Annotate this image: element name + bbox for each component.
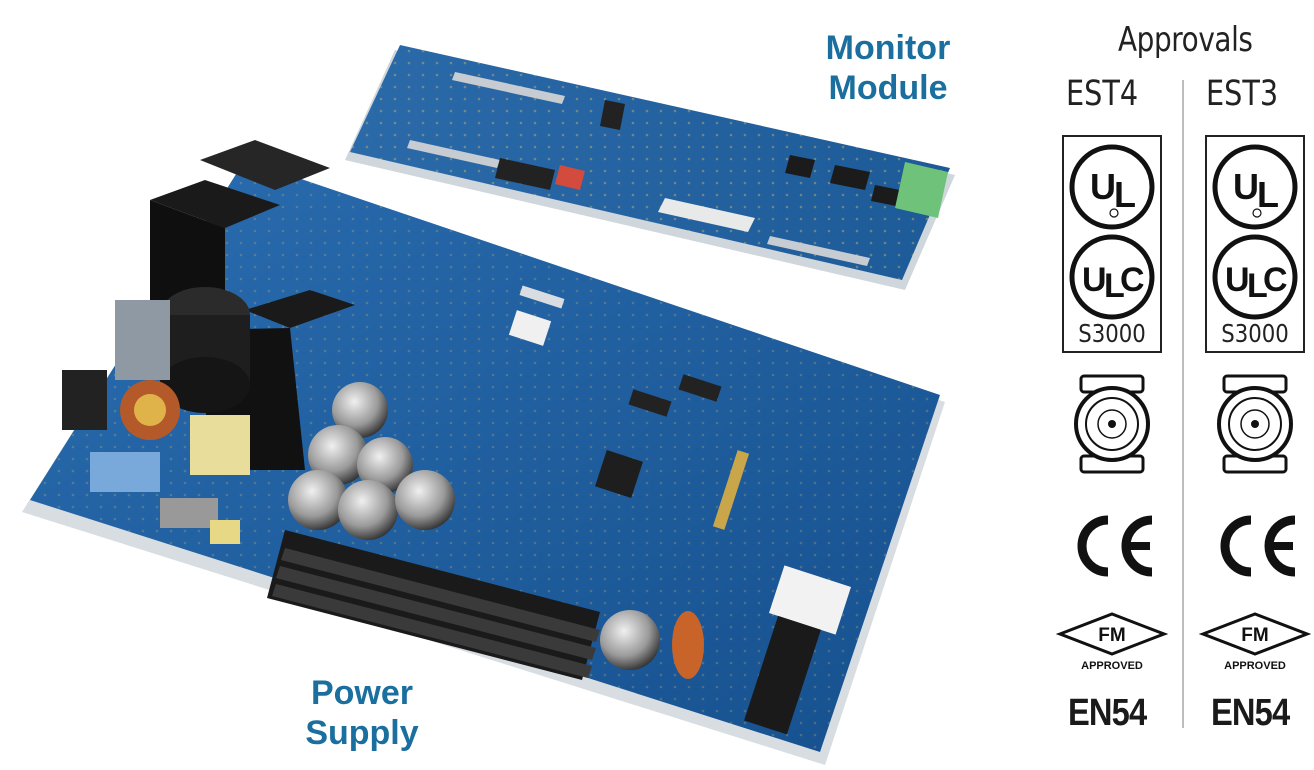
svg-text:U: U	[1090, 166, 1116, 207]
column-divider	[1182, 80, 1184, 728]
fm-text-est3: FM	[1241, 625, 1268, 646]
ul-logo-icon: U L	[1069, 144, 1155, 230]
ulc-logo-icon: U L C	[1212, 234, 1298, 320]
power-supply-label: Power Supply	[282, 673, 442, 753]
monitor-module-label-line1: Monitor	[825, 29, 951, 67]
fm-approved-text-est3: APPROVED	[1224, 660, 1286, 672]
california-state-fire-marshal-seal-icon	[1074, 374, 1150, 474]
power-supply-board	[22, 140, 945, 765]
approvals-title: Approvals	[1118, 20, 1253, 60]
capacitors	[288, 382, 660, 670]
svg-text:L: L	[1247, 267, 1268, 305]
est4-column-heading: EST4	[1066, 74, 1139, 114]
ul-ulc-listing-box-est3: U L U L C S3000	[1205, 135, 1305, 353]
monitor-module-label-line2: Module	[828, 69, 948, 107]
fm-approved-text-est4: APPROVED	[1081, 660, 1143, 672]
monitor-module-board	[345, 45, 955, 290]
svg-text:L: L	[1114, 174, 1136, 215]
california-state-fire-marshal-seal-icon	[1217, 374, 1293, 474]
svg-text:C: C	[1263, 261, 1288, 299]
ce-mark-icon	[1077, 515, 1153, 577]
svg-text:U: U	[1233, 166, 1259, 207]
ce-mark-icon	[1220, 515, 1296, 577]
ul-ulc-listing-box-est4: U L U L C S3000	[1062, 135, 1162, 353]
en54-standard-est3: EN54	[1211, 692, 1290, 734]
svg-text:U: U	[1082, 261, 1107, 299]
heatsink	[267, 530, 600, 680]
power-supply-label-line2: Supply	[305, 714, 419, 752]
fm-text-est4: FM	[1098, 625, 1125, 646]
svg-text:C: C	[1120, 261, 1145, 299]
ulc-logo-icon: U L C	[1069, 234, 1155, 320]
svg-text:U: U	[1225, 261, 1250, 299]
power-supply-label-line1: Power	[310, 674, 414, 712]
fm-approved-icon-est3: FM APPROVED	[1199, 612, 1311, 672]
product-photo	[22, 45, 955, 765]
ul-logo-icon: U L	[1212, 144, 1298, 230]
ul-listing-code-est4: S3000	[1078, 319, 1146, 348]
est3-column-heading: EST3	[1206, 74, 1279, 114]
en54-standard-est4: EN54	[1068, 692, 1147, 734]
svg-text:L: L	[1104, 267, 1125, 305]
boards-illustration	[22, 45, 955, 765]
fm-approved-icon-est4: FM APPROVED	[1056, 612, 1168, 672]
svg-text:L: L	[1257, 174, 1279, 215]
monitor-module-label: Monitor Module	[808, 28, 968, 108]
ul-listing-code-est3: S3000	[1221, 319, 1289, 348]
